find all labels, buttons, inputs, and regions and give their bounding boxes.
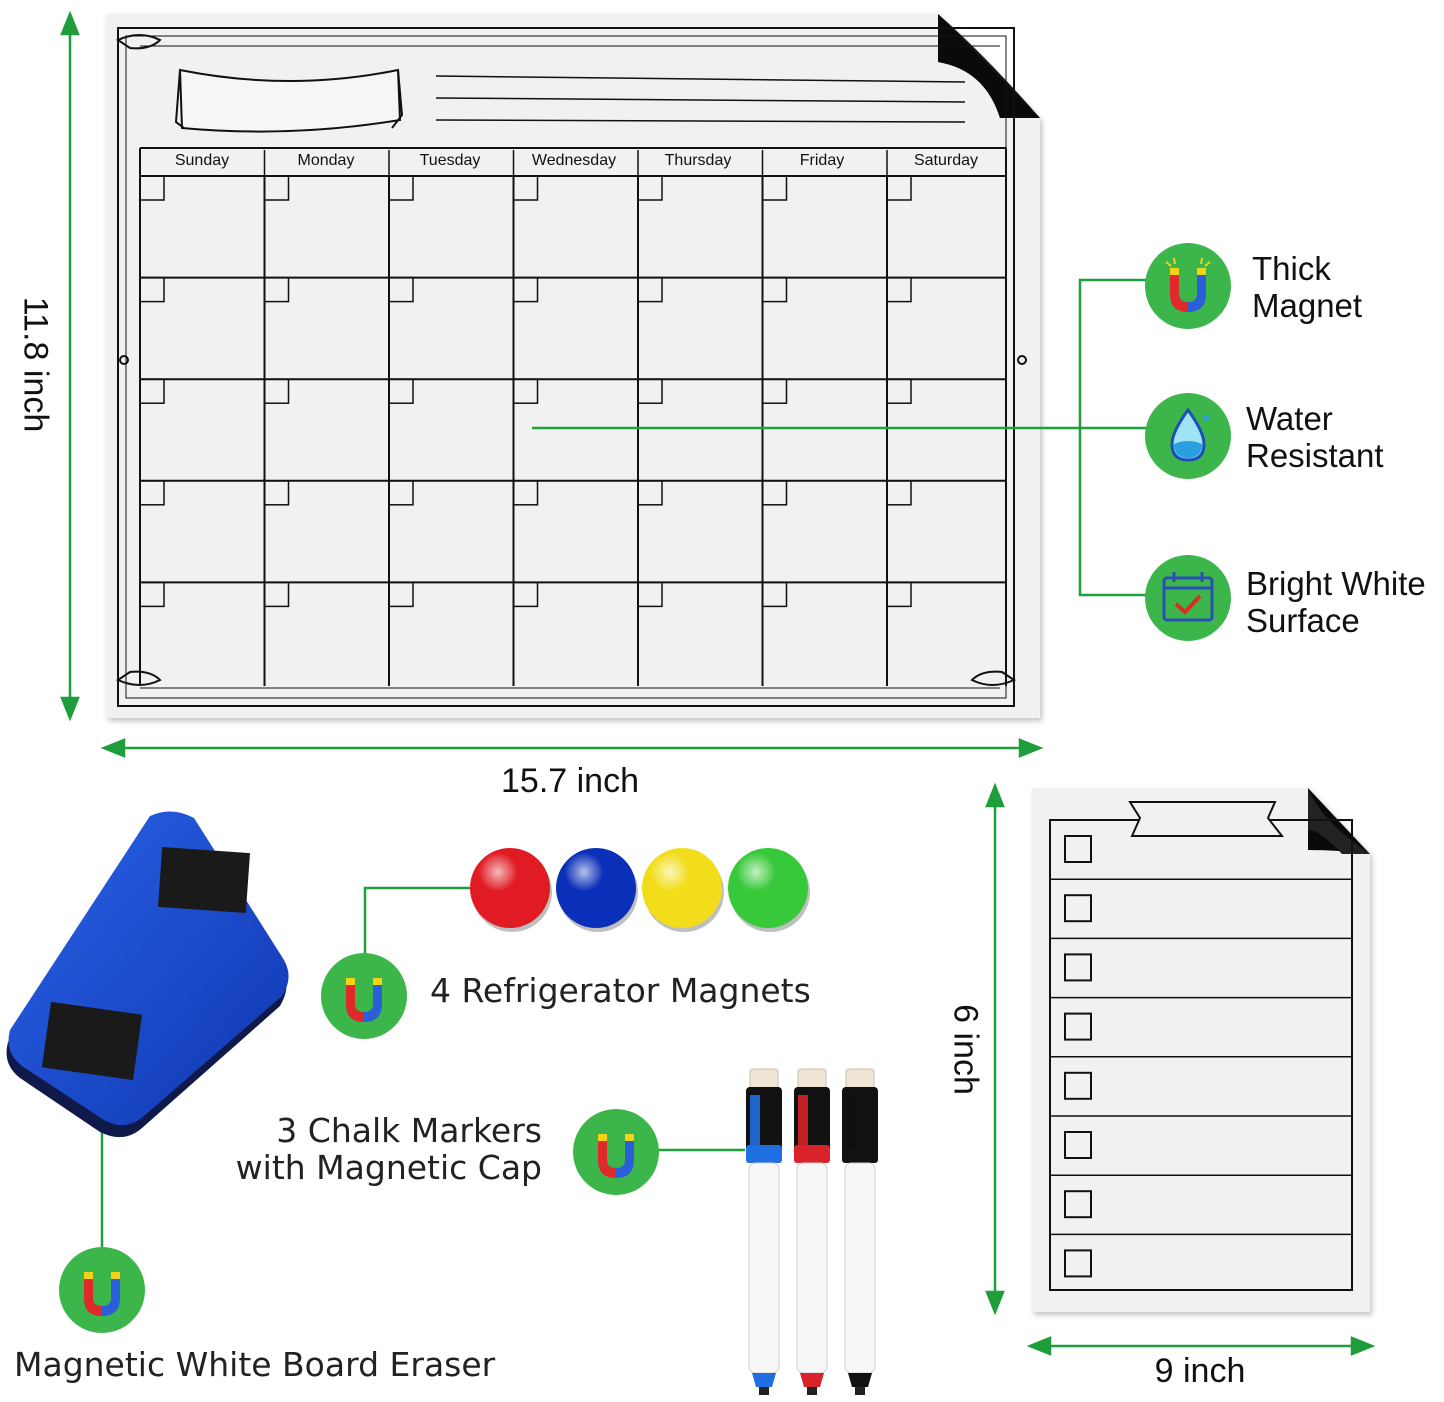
- markers-text: 3 Chalk Markers with Magnetic Cap: [180, 1112, 542, 1186]
- weekday-monday: Monday: [297, 152, 355, 169]
- checklist-checkbox: [1064, 1012, 1092, 1041]
- markers-label-line1: 3 Chalk Markers: [276, 1111, 542, 1150]
- magnet-icon: [573, 1109, 659, 1195]
- weekday-friday: Friday: [799, 152, 845, 169]
- day-cell-checkbox: [886, 581, 912, 608]
- day-cell-checkbox: [139, 581, 165, 608]
- chalk-marker: [794, 1068, 830, 1395]
- day-cell-checkbox: [886, 378, 912, 404]
- day-cell-checkbox: [139, 378, 165, 404]
- feature-water-resistant: [1144, 392, 1232, 485]
- day-cell-checkbox: [263, 175, 290, 201]
- checklist-checkbox: [1064, 894, 1092, 923]
- day-cell-checkbox: [637, 378, 663, 404]
- day-cell-checkbox: [637, 175, 663, 201]
- day-cell-checkbox: [512, 378, 539, 404]
- magnets-label: 4 Refrigerator Magnets: [430, 971, 811, 1010]
- day-cell-checkbox: [512, 480, 539, 506]
- day-cell-checkbox: [512, 276, 539, 303]
- magnet-icon: [1145, 243, 1231, 329]
- day-cell-checkbox: [886, 480, 912, 506]
- water-drop-icon: [1145, 393, 1231, 479]
- day-cell-checkbox: [761, 175, 788, 201]
- fridge-magnet: [470, 848, 552, 932]
- weekday-thursday: Thursday: [664, 152, 732, 169]
- day-cell-checkbox: [886, 175, 912, 201]
- weekday-wednesday: Wednesday: [531, 152, 617, 169]
- refrigerator-magnets: [470, 848, 810, 932]
- chalk-marker: [746, 1068, 782, 1395]
- calendar-check-icon: [1145, 555, 1231, 641]
- calendar-height-label: 11.8 inch: [16, 296, 55, 433]
- markers-label-line2: with Magnetic Cap: [235, 1148, 542, 1187]
- weekday-header: Sunday Monday Tuesday Wednesday Thursday…: [140, 152, 1012, 174]
- eraser-icon-badge: [58, 1246, 146, 1339]
- fridge-magnet: [728, 848, 810, 932]
- weekday-tuesday: Tuesday: [419, 152, 481, 169]
- day-cell-checkbox: [139, 480, 165, 506]
- day-cell-checkbox: [637, 276, 663, 303]
- day-cell-checkbox: [263, 581, 290, 608]
- weekday-sunday: Sunday: [174, 152, 230, 169]
- day-cell-checkbox: [388, 276, 414, 303]
- feature-water-resistant-line1: Water: [1246, 400, 1333, 437]
- checklist-checkbox: [1064, 1190, 1092, 1219]
- calendar-board-graphic: [106, 14, 1040, 718]
- day-cell-checkbox: [388, 175, 414, 201]
- magnets-icon-badge: [320, 952, 408, 1045]
- day-cell-checkbox: [512, 581, 539, 608]
- checklist-checkbox: [1064, 953, 1092, 982]
- day-cell-checkbox: [263, 378, 290, 404]
- checklist-checkbox: [1064, 1071, 1092, 1100]
- checklist-checkbox: [1064, 1131, 1092, 1159]
- day-cell-checkbox: [761, 276, 788, 303]
- whiteboard-eraser: [6, 811, 289, 1138]
- day-cell-checkbox: [388, 378, 414, 404]
- checklist-checkbox: [1064, 835, 1092, 863]
- feature-thick-magnet-line1: Thick: [1252, 250, 1331, 287]
- checklist-board: [1032, 788, 1370, 1312]
- checklist-checkbox: [1064, 1249, 1092, 1278]
- day-cell-checkbox: [388, 480, 414, 506]
- day-cell-checkbox: [139, 276, 165, 303]
- day-cell-checkbox: [388, 581, 414, 608]
- chalk-markers: [746, 1068, 878, 1395]
- weekday-saturday: Saturday: [913, 152, 979, 169]
- calendar-board: Sunday Monday Tuesday Wednesday Thursday…: [106, 14, 1040, 718]
- fridge-magnet: [556, 848, 638, 932]
- chalk-marker: [842, 1068, 878, 1395]
- feature-thick-magnet-text: Thick Magnet: [1252, 250, 1362, 324]
- day-cell-checkbox: [886, 276, 912, 303]
- day-cell-checkbox: [263, 276, 290, 303]
- checklist-height-label: 6 inch: [946, 1004, 985, 1095]
- magnet-icon: [59, 1247, 145, 1333]
- day-cell-checkbox: [761, 480, 788, 506]
- day-cell-checkbox: [637, 480, 663, 506]
- feature-thick-magnet-line2: Magnet: [1252, 287, 1363, 324]
- feature-water-resistant-text: Water Resistant: [1246, 400, 1384, 474]
- calendar-width-label: 15.7 inch: [501, 762, 639, 800]
- day-cell-checkbox: [761, 378, 788, 404]
- day-cell-checkbox: [637, 581, 663, 608]
- feature-water-resistant-line2: Resistant: [1246, 437, 1384, 474]
- day-cell-checkbox: [263, 480, 290, 506]
- feature-bright-white-surface-line2: Surface: [1246, 602, 1360, 639]
- eraser-label: Magnetic White Board Eraser: [14, 1345, 496, 1384]
- day-cell-checkbox: [512, 175, 539, 201]
- magnet-icon: [321, 953, 407, 1039]
- checklist-width-label: 9 inch: [1154, 1352, 1246, 1390]
- feature-bright-white-surface: [1144, 554, 1232, 647]
- fridge-magnet: [642, 848, 724, 932]
- day-cell-checkbox: [139, 175, 165, 201]
- day-cell-checkbox: [761, 581, 788, 608]
- feature-thick-magnet: [1144, 242, 1232, 335]
- feature-bright-white-surface-text: Bright White Surface: [1246, 565, 1426, 639]
- markers-icon-badge: [572, 1108, 660, 1201]
- feature-bright-white-surface-line1: Bright White: [1246, 565, 1426, 602]
